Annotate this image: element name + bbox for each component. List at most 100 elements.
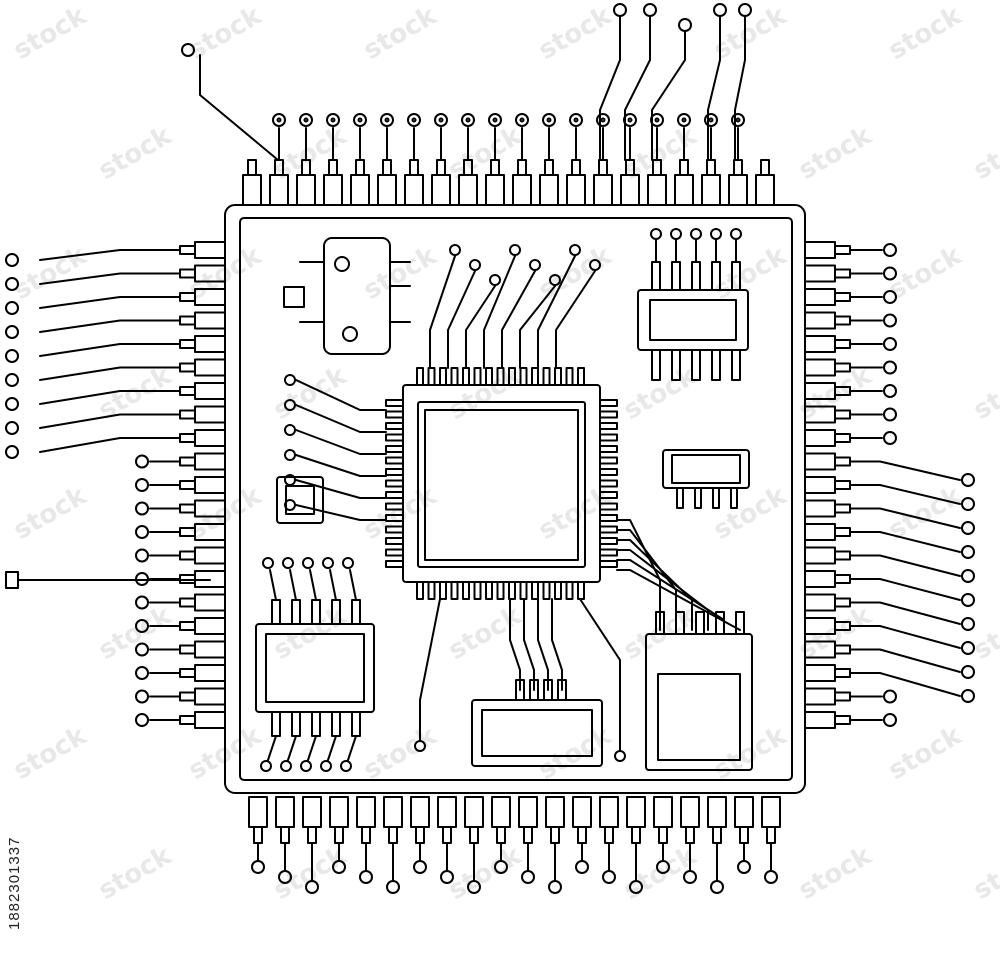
via xyxy=(548,880,562,894)
via xyxy=(278,870,292,884)
right-pin xyxy=(804,452,836,471)
top-pin-lead xyxy=(544,159,554,176)
left-pin xyxy=(194,664,226,682)
left-pin xyxy=(194,452,226,471)
bottom-pin xyxy=(356,796,376,828)
right-pin-lead xyxy=(834,315,851,326)
via xyxy=(961,641,975,655)
right-pin xyxy=(804,523,836,541)
bottom-pin-lead xyxy=(361,826,371,844)
right-pin-lead xyxy=(834,433,851,443)
via xyxy=(322,557,334,569)
via xyxy=(135,666,149,680)
watermark-text: stock xyxy=(9,480,93,546)
bottom-pin-lead xyxy=(631,826,641,844)
via xyxy=(738,3,752,17)
via xyxy=(678,18,692,32)
bottom-pin xyxy=(761,796,781,828)
via xyxy=(434,113,448,127)
right-pin-lead xyxy=(834,456,851,467)
right-pin xyxy=(804,358,836,377)
bottom-pin-lead xyxy=(766,826,776,844)
watermark-text: stock xyxy=(359,0,443,66)
via xyxy=(340,760,352,772)
chip-bottom-center xyxy=(471,699,603,767)
via xyxy=(135,713,149,727)
stock-id-label: 1882301337 xyxy=(6,836,23,930)
via xyxy=(589,259,601,271)
chip-bottom-right xyxy=(645,633,753,771)
right-pin xyxy=(804,593,836,612)
left-pin xyxy=(194,617,226,635)
via xyxy=(342,557,354,569)
via xyxy=(135,525,149,539)
via xyxy=(135,689,149,704)
via xyxy=(284,449,296,461)
top-pin-lead xyxy=(247,159,257,176)
via xyxy=(469,259,481,271)
via xyxy=(614,750,626,762)
via xyxy=(602,870,616,884)
via xyxy=(280,760,292,772)
via xyxy=(489,274,501,286)
via xyxy=(643,3,657,17)
top-pin-lead xyxy=(760,159,770,176)
via xyxy=(461,113,475,127)
bottom-pin-lead xyxy=(523,826,533,844)
bottom-pin xyxy=(518,796,538,828)
via xyxy=(690,228,702,240)
via xyxy=(961,473,975,487)
top-pin xyxy=(566,174,586,206)
watermark-text: stock xyxy=(9,0,93,66)
bottom-pin-lead xyxy=(685,826,695,844)
watermark-text: stock xyxy=(184,0,268,66)
watermark-text: stock xyxy=(534,0,618,66)
via xyxy=(883,337,897,351)
right-pin xyxy=(804,288,836,306)
top-pin xyxy=(431,174,451,206)
right-pin xyxy=(804,241,836,259)
via xyxy=(135,595,149,610)
via xyxy=(521,870,535,884)
top-pin-lead xyxy=(571,159,581,176)
left-pin-lead xyxy=(179,433,196,443)
via xyxy=(704,113,718,127)
bottom-pin-lead xyxy=(550,826,560,844)
via xyxy=(569,113,583,127)
right-pin xyxy=(804,546,836,565)
left-pin-lead xyxy=(179,621,196,631)
via xyxy=(569,244,581,256)
top-pin-lead xyxy=(355,159,365,176)
via xyxy=(300,760,312,772)
right-pin xyxy=(804,499,836,518)
via xyxy=(5,421,19,435)
via xyxy=(883,689,897,704)
via xyxy=(883,407,897,422)
right-pin xyxy=(804,687,836,706)
via xyxy=(5,253,19,267)
watermark-text: stock xyxy=(709,240,793,306)
via xyxy=(961,521,975,535)
via xyxy=(677,113,691,127)
top-pin xyxy=(485,174,505,206)
watermark-text: stock xyxy=(94,120,178,186)
via xyxy=(449,244,461,256)
bottom-pin xyxy=(626,796,646,828)
cpu-chip xyxy=(385,367,618,600)
board-inner-outline xyxy=(239,217,793,781)
top-pin xyxy=(377,174,397,206)
via xyxy=(414,740,426,752)
watermark-text: stock xyxy=(709,480,793,546)
bottom-pin-lead xyxy=(658,826,668,844)
right-pin-lead xyxy=(834,339,851,349)
top-pin xyxy=(350,174,370,206)
bottom-pin xyxy=(410,796,430,828)
left-pin-lead xyxy=(179,386,196,396)
left-pin-lead xyxy=(179,597,196,608)
pcb-traces xyxy=(5,3,975,894)
via xyxy=(386,880,400,894)
watermark-text: stock xyxy=(794,120,878,186)
left-pin xyxy=(194,358,226,377)
watermark-text: stock xyxy=(269,360,353,426)
top-pin xyxy=(539,174,559,206)
